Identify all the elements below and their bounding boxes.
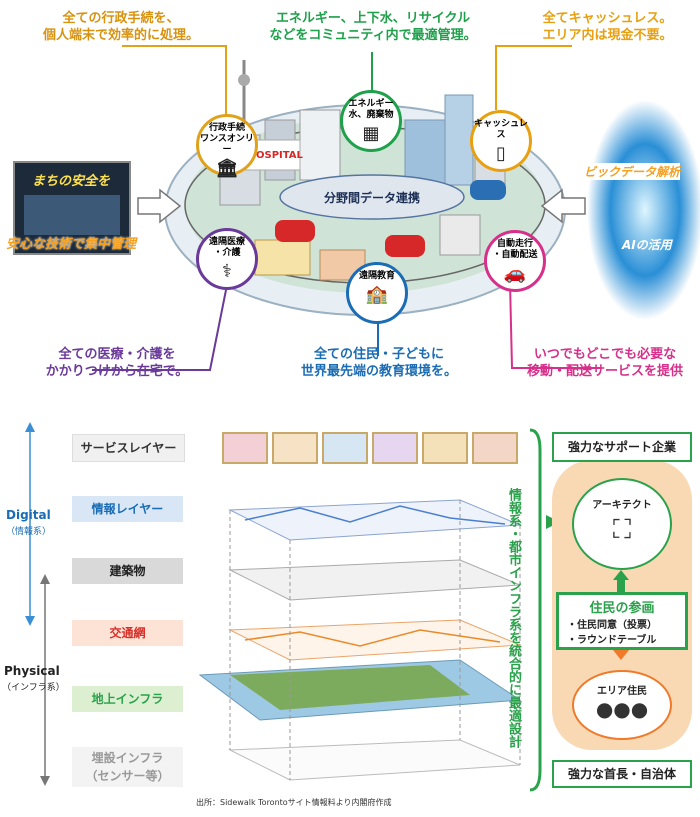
left-image-text-safety: まちの安全を xyxy=(32,174,111,189)
service-thumbnail-1 xyxy=(222,432,268,464)
layer-transport: 交通網 xyxy=(72,620,183,646)
service-thumbnail-4 xyxy=(372,432,418,464)
participation-item-roundtable: ・ラウンドテーブル xyxy=(567,635,657,646)
layer-ground-infra: 地上インフラ xyxy=(72,686,183,712)
mayor-municipality-box: 強力な首長・自治体 xyxy=(552,760,692,788)
source-note: 出所：Sidewalk Torontoサイト情報料より内閣府作成 xyxy=(196,798,392,807)
stethoscope-icon: ⚕ xyxy=(222,261,232,282)
presenter-icon: ⛶ xyxy=(612,515,632,545)
school-icon: 🏫 xyxy=(365,284,389,305)
right-image-text-ai: AIの活用 xyxy=(622,238,672,252)
circle-admin-label: 行政手続 ワンスオンリー xyxy=(200,123,254,155)
resident-participation-box: 住民の参画 ・住民同意（投票） ・ラウンドテーブル xyxy=(556,592,688,650)
circle-admin: 行政手続 ワンスオンリー 🏛 xyxy=(196,114,258,179)
right-image-text-bigdata: ビックデータ解析 xyxy=(584,163,681,180)
circle-education: 遠隔教育 🏫 xyxy=(346,262,408,324)
layer-service: サービスレイヤー xyxy=(72,434,185,462)
data-linkage-label: 分野間データ連携 xyxy=(323,191,420,205)
support-companies-box: 強力なサポート企業 xyxy=(552,432,692,462)
callout-medical: 全ての医療・介護を かかりつけから在宅で。 xyxy=(45,347,189,379)
circle-cashless: キャッシュレス ▯ xyxy=(470,110,532,172)
callout-education: 全ての住民・子どもに 世界最先端の教育環境を。 xyxy=(300,347,457,379)
digital-sublabel: （情報系） xyxy=(6,527,52,537)
circle-mobility-label: 自動走行 ・自動配送 xyxy=(492,239,538,260)
circle-energy: エネルギー 水、廃棄物 ▦ xyxy=(340,90,402,152)
service-thumbnail-3 xyxy=(322,432,368,464)
participation-item-vote: ・住民同意（投票） xyxy=(567,620,657,631)
callout-admin: 全ての行政手続を、 個人端末で効率的に処理。 xyxy=(42,11,199,43)
participation-title: 住民の参画 xyxy=(589,601,655,616)
left-image-text-central: 安心な技術で集中管理 xyxy=(6,237,137,252)
area-residents-label: エリア住民 xyxy=(597,686,647,697)
callout-energy: エネルギー、上下水、リサイクル などをコミュニティ内で最適管理。 xyxy=(269,11,477,43)
circle-medical: 遠隔医療 ・介護 ⚕ xyxy=(196,228,258,290)
area-residents-circle: エリア住民 ●●● xyxy=(572,670,672,740)
service-thumbnail-5 xyxy=(422,432,468,464)
circle-education-label: 遠隔教育 xyxy=(358,271,395,281)
service-thumbnail-6 xyxy=(472,432,518,464)
government-icon: 🏛 xyxy=(215,158,239,179)
smartphone-icon: ▯ xyxy=(496,143,506,164)
layer-buried-infra: 埋設インフラ （センサー等） xyxy=(72,747,183,787)
service-thumbnail-2 xyxy=(272,432,318,464)
circle-medical-label: 遠隔医療 ・介護 xyxy=(208,237,245,258)
hospital-sign: OSPITAL xyxy=(256,150,303,161)
circle-cashless-label: キャッシュレス xyxy=(474,119,528,140)
physical-sublabel: （インフラ系） xyxy=(2,683,65,693)
integrated-design-text: 情報系・都市インフラ系を統合的に最適設計 xyxy=(506,488,521,748)
car-icon: 🚗 xyxy=(503,263,527,284)
callout-cashless: 全てキャッシュレス。 エリア内は現金不要。 xyxy=(542,11,673,43)
people-group-icon: ●●● xyxy=(595,697,649,721)
digital-label: Digital xyxy=(6,508,51,522)
architect-label: アーキテクト xyxy=(592,500,652,511)
architect-circle: アーキテクト ⛶ xyxy=(572,478,672,570)
physical-label: Physical xyxy=(4,664,60,678)
circle-mobility: 自動走行 ・自動配送 🚗 xyxy=(484,230,546,292)
callout-mobility: いつでもどこでも必要な 移動・配送サービスを提供 xyxy=(526,347,683,379)
layer-buildings: 建築物 xyxy=(72,558,183,584)
solar-panel-icon: ▦ xyxy=(362,123,380,144)
layer-information: 情報レイヤー xyxy=(72,496,183,522)
circle-energy-label: エネルギー 水、廃棄物 xyxy=(348,99,394,120)
